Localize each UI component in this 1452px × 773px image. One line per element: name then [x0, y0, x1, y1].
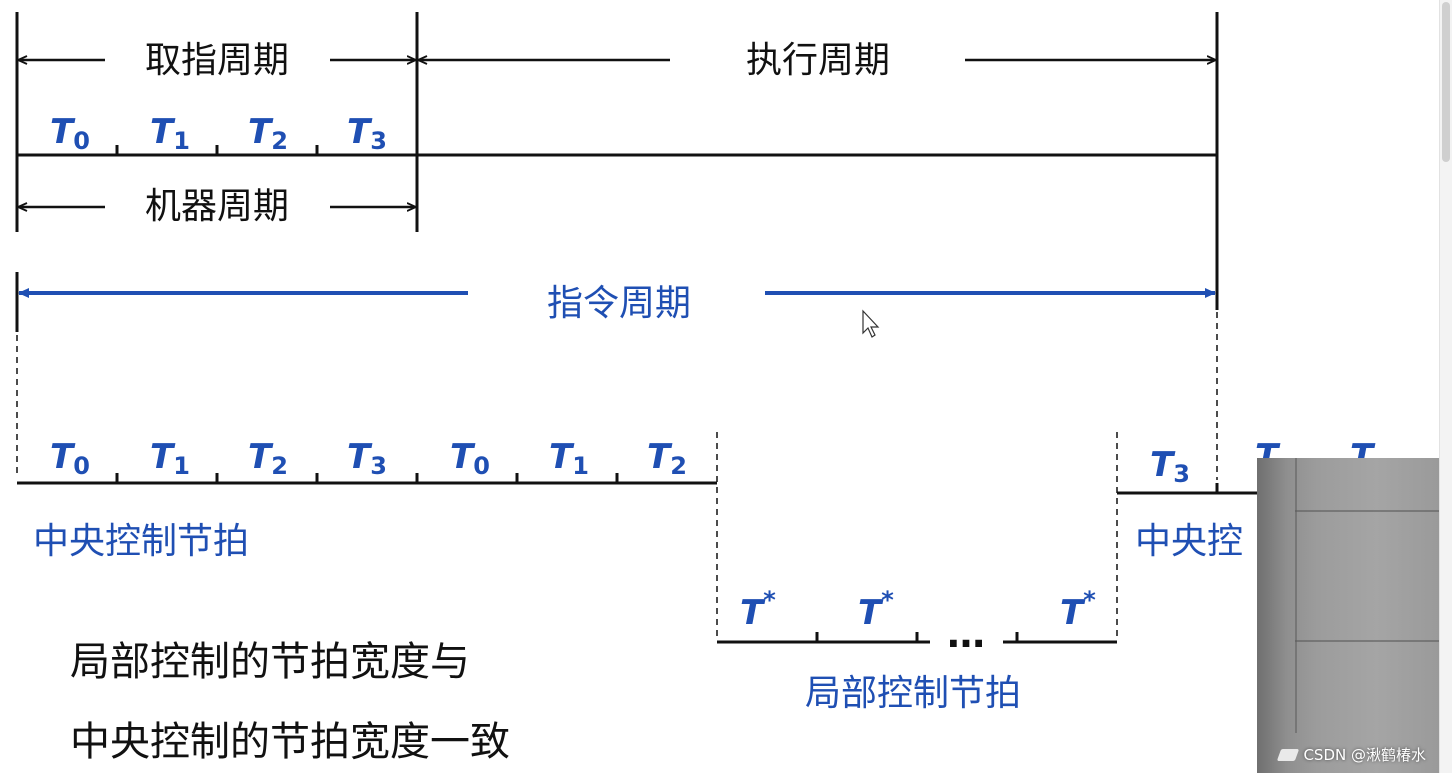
machine-cycle-label: 机器周期 [145, 186, 289, 227]
local-tick-label: T* [740, 586, 776, 633]
fetch-cycle-label: 取指周期 [145, 40, 289, 81]
exec-cycle-label: 执行周期 [746, 40, 890, 81]
local-tick-label: T* [858, 586, 894, 633]
top-tick-label-t3: T3 [347, 112, 387, 155]
instr-cycle-label: 指令周期 [547, 283, 691, 324]
central-beat-label: 中央控制节拍 [33, 521, 249, 562]
central-tick-label: T3 [347, 437, 387, 480]
mouse-cursor-icon [863, 311, 878, 337]
scrollbar-thumb[interactable] [1442, 2, 1450, 162]
note-line-2: 中央控制的节拍宽度一致 [70, 719, 510, 765]
central-tick-label-resume: T3 [1150, 445, 1190, 488]
central-tick-label: T2 [248, 437, 288, 480]
top-tick-label-t2: T2 [248, 112, 288, 155]
top-tick-label-t1: T1 [150, 112, 190, 155]
watermark-text: CSDN @湫鹤椿水 [1303, 744, 1426, 765]
watermark: CSDN @湫鹤椿水 [1279, 744, 1426, 765]
note-line-1: 局部控制的节拍宽度与 [70, 639, 470, 685]
local-beat-label: 局部控制节拍 [805, 673, 1021, 714]
central-tick-label: T1 [549, 437, 589, 480]
central-beat-label-partial: 中央控 [1135, 521, 1243, 562]
central-tick-label: T0 [450, 437, 490, 480]
vertical-scrollbar[interactable] [1439, 0, 1452, 773]
local-ellipsis: … [947, 612, 985, 656]
top-tick-label-t0: T0 [50, 112, 90, 155]
central-tick-label: T0 [50, 437, 90, 480]
central-tick-label: T2 [647, 437, 687, 480]
central-tick-label: T1 [150, 437, 190, 480]
csdn-logo-icon [1277, 749, 1299, 761]
local-tick-label: T* [1060, 586, 1096, 633]
webcam-overlay: CSDN @湫鹤椿水 [1257, 458, 1440, 773]
